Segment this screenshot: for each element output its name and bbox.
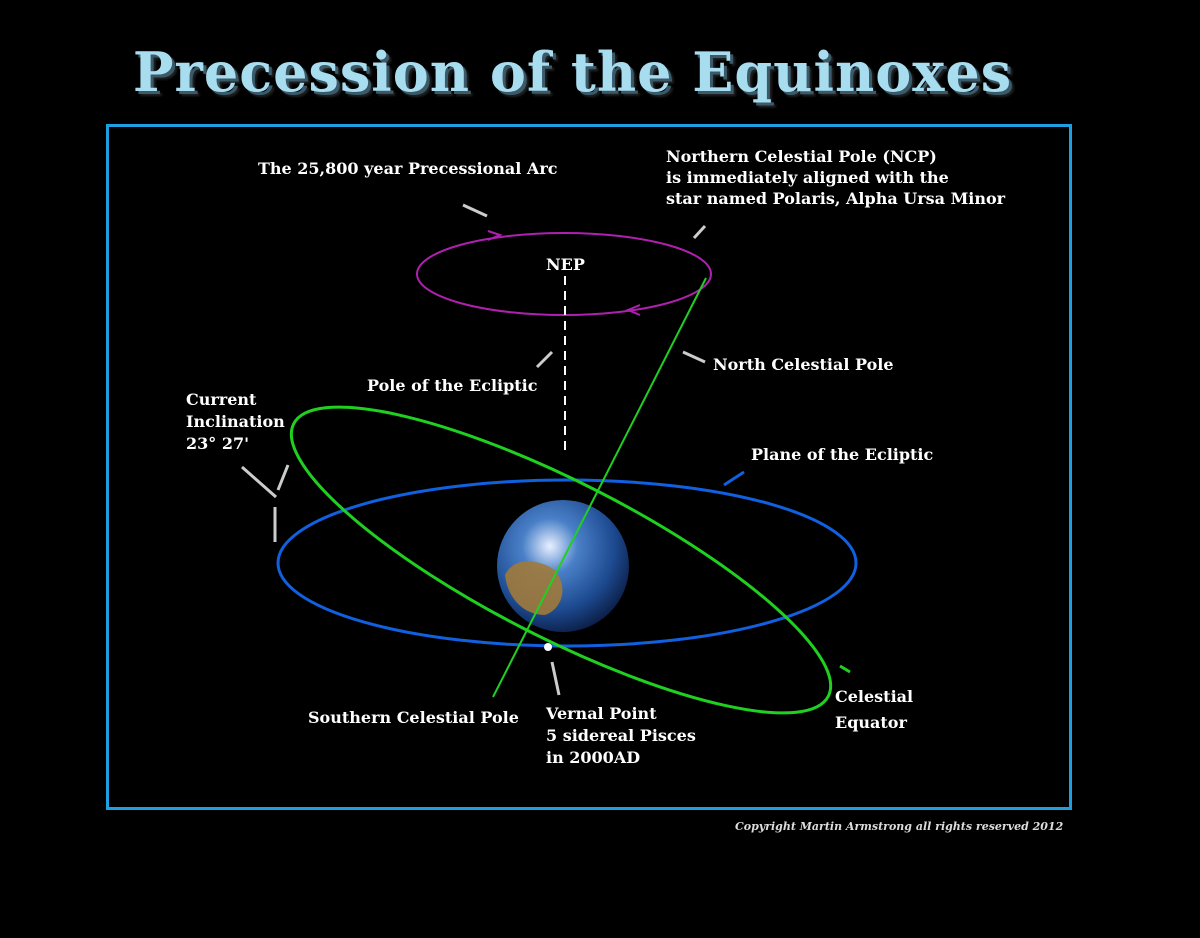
page-title: Precession of the Equinoxes xyxy=(132,40,1013,104)
plane-ecliptic-label: Plane of the Ecliptic xyxy=(751,445,934,464)
southern-celestial-pole-label: Southern Celestial Pole xyxy=(308,708,519,727)
precessional-arc-label: The 25,800 year Precessional Arc xyxy=(258,159,558,178)
vernal-label-1: Vernal Point xyxy=(546,704,657,723)
vernal-label-3: in 2000AD xyxy=(546,748,641,767)
diagram-frame xyxy=(106,124,1072,810)
ncp-label-1: Northern Celestial Pole (NCP) xyxy=(666,147,937,166)
pointer-lines xyxy=(241,203,851,696)
vernal-point xyxy=(544,643,552,651)
earth-continent xyxy=(505,561,563,615)
arrow-icon xyxy=(487,230,503,241)
copyright: Copyright Martin Armstrong all rights re… xyxy=(735,820,1064,833)
vernal-label-2: 5 sidereal Pisces xyxy=(546,726,696,745)
inclination-label-1: Current xyxy=(186,390,257,409)
ncp-label-2: is immediately aligned with the xyxy=(666,168,949,187)
nep-label: NEP xyxy=(546,255,585,274)
inclination-label-2: Inclination xyxy=(186,412,285,431)
ecliptic-plane xyxy=(276,478,858,648)
celestial-equator xyxy=(289,405,833,715)
inclination-label-3: 23° 27' xyxy=(186,434,249,453)
celestial-equator-label-2: Equator xyxy=(835,713,907,732)
pole-ecliptic-label: Pole of the Ecliptic xyxy=(367,376,538,395)
arrow-icon xyxy=(625,304,641,316)
ncp-label-3: star named Polaris, Alpha Ursa Minor xyxy=(666,189,1006,208)
north-celestial-pole-label: North Celestial Pole xyxy=(713,355,894,374)
celestial-axis xyxy=(492,277,707,698)
celestial-equator-label-1: Celestial xyxy=(835,687,914,706)
